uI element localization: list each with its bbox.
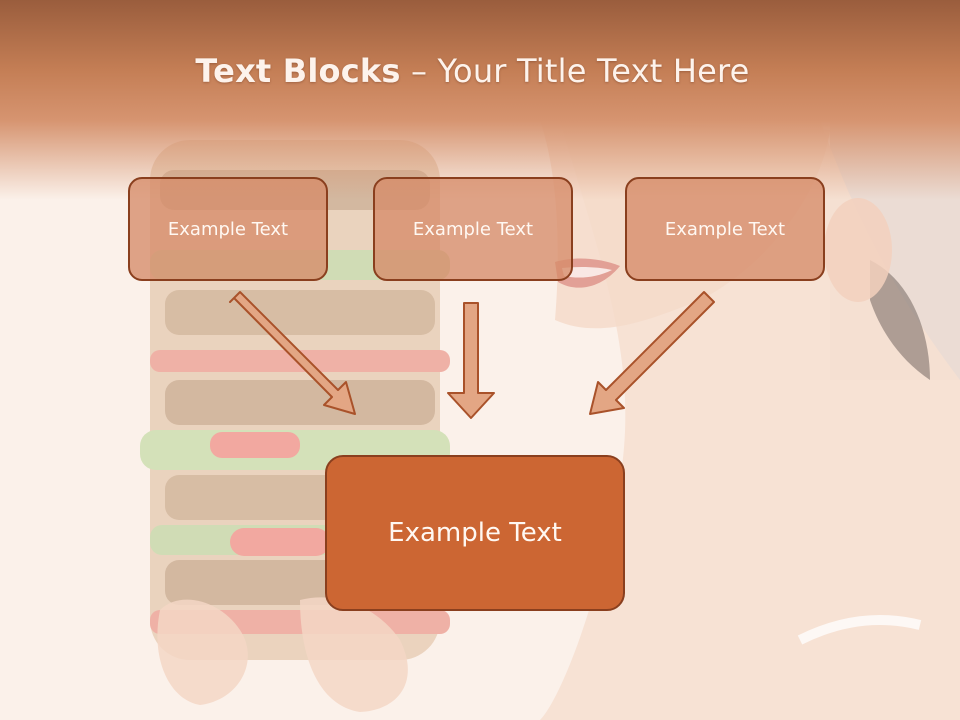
main-text-block[interactable]: Example Text [325, 455, 625, 611]
text-block-2[interactable]: Example Text [373, 177, 573, 281]
text-block-1-label: Example Text [167, 218, 289, 240]
text-block-3-label: Example Text [664, 218, 786, 240]
text-block-2-label: Example Text [412, 218, 534, 240]
main-text-block-label: Example Text [388, 518, 562, 548]
title-band [0, 0, 960, 200]
text-block-1[interactable]: Example Text [128, 177, 328, 281]
title-rest-part: – Your Title Text Here [400, 52, 750, 90]
title-bold-part: Text Blocks [195, 52, 401, 90]
text-block-3[interactable]: Example Text [625, 177, 825, 281]
slide-title: Text Blocks – Your Title Text Here [0, 52, 945, 90]
